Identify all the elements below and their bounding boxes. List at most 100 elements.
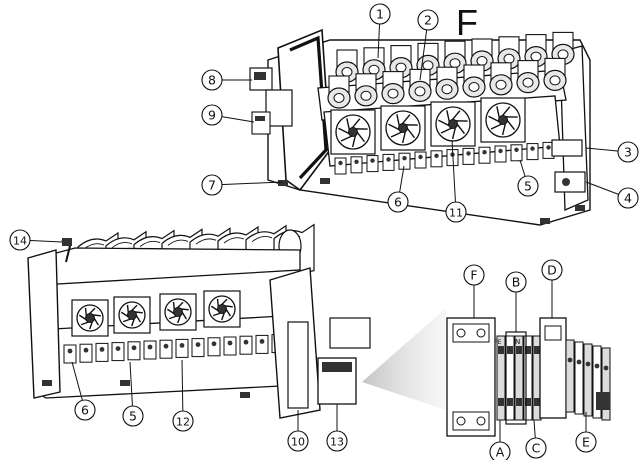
detail-terminal-clip-bot-1	[507, 398, 513, 406]
callout-6-label: 6	[394, 195, 402, 210]
callout-9-label: 9	[208, 108, 216, 123]
upper-capacitor-front-2-cap-ring	[388, 89, 398, 98]
upper-foot-3	[575, 205, 585, 211]
detail-breaker-screw-1	[457, 329, 465, 337]
upper-terminal-4	[399, 153, 410, 169]
upper-terminal-11	[511, 145, 522, 161]
upper-control-board-chip	[255, 116, 265, 121]
detail-breaker-screw-2	[477, 329, 485, 337]
upper-terminal-12	[527, 144, 538, 160]
detail-e-screw-2	[586, 362, 591, 367]
upper-foot-2	[540, 218, 550, 224]
lower-foot-2	[240, 392, 250, 398]
detail-pe-mark: PE	[494, 339, 502, 346]
lower-fan-3-hub	[218, 305, 227, 314]
upper-terminal-screw-1	[354, 160, 358, 164]
callout-6b-label: 6	[81, 403, 89, 418]
detail-breaker-screw-4	[477, 417, 485, 425]
callout-11-label: 11	[449, 207, 463, 220]
upper-foot-0	[278, 180, 288, 186]
detail-terminal-clip-top-1	[507, 346, 513, 354]
upper-terminal-3	[383, 154, 394, 170]
lower-foot-0	[42, 380, 52, 386]
upper-terminal-1	[351, 157, 362, 173]
detail-fuse-cap	[545, 326, 561, 340]
lower-terminal-screw-1	[84, 348, 89, 353]
upper-terminal-screw-12	[530, 146, 534, 150]
callout-detail-c-label: C	[532, 441, 541, 456]
lower-terminal-screw-6	[164, 344, 169, 349]
lower-terminal-1	[80, 344, 92, 362]
detail-terminal-clip-bot-4	[534, 398, 540, 406]
lower-terminal-11	[240, 336, 252, 354]
upper-terminal-screw-2	[370, 158, 374, 162]
lower-terminal-screw-8	[196, 342, 201, 347]
lower-terminal-screw-7	[180, 343, 185, 348]
detail-end-stop	[596, 392, 610, 410]
lower-terminal-9	[208, 338, 220, 356]
lower-fan-2-hub	[174, 308, 183, 317]
detail-terminal-clip-top-4	[534, 346, 540, 354]
upper-assembly-view	[250, 30, 590, 225]
upper-capacitor-front-8-cap-ring	[550, 76, 560, 85]
upper-terminal-screw-3	[386, 157, 390, 161]
lower-cable-gland	[62, 238, 72, 246]
lower-terminal-screw-5	[148, 345, 153, 350]
callout-detail-f-label: F	[470, 268, 477, 283]
upper-sensor-a	[552, 140, 582, 156]
upper-capacitor-front-0-cap-ring	[334, 94, 344, 103]
callout-2-label: 2	[424, 13, 432, 28]
upper-terminal-6	[431, 151, 442, 167]
lower-terminal-screw-2	[100, 347, 105, 352]
upper-capacitor-back-0-cap-ring	[342, 68, 352, 77]
detail-e-screw-1	[577, 360, 582, 365]
lower-pe-busbar	[288, 322, 308, 408]
upper-terminal-9	[479, 147, 490, 163]
upper-fan-2-hub	[449, 120, 458, 129]
upper-terminal-screw-10	[498, 149, 502, 153]
upper-capacitor-back-2-cap-ring	[396, 63, 406, 72]
lower-terminal-8	[192, 339, 204, 357]
lower-terminal-5	[144, 341, 156, 359]
upper-capacitor-front-3-cap-ring	[415, 87, 425, 96]
lower-terminal-screw-11	[244, 340, 249, 345]
lower-terminal-4	[128, 342, 140, 360]
lower-terminal-screw-0	[68, 349, 73, 354]
upper-capacitor-front-1-cap-ring	[361, 91, 371, 100]
upper-capacitor-front-6-cap-ring	[496, 80, 506, 89]
upper-capacitor-front-5-cap-ring	[469, 83, 479, 92]
detail-e-terminal-0	[566, 340, 574, 412]
upper-foot-1	[320, 178, 330, 184]
detail-e-screw-3	[595, 364, 600, 369]
lower-fan-1-hub	[128, 311, 137, 320]
upper-capacitor-back-1-cap-ring	[369, 65, 379, 74]
upper-terminal-8	[463, 148, 474, 164]
upper-sensor-b-knob	[562, 178, 570, 186]
upper-fan-0-hub	[349, 128, 358, 137]
detail-terminal-clip-top-2	[516, 346, 522, 354]
upper-fan-1-hub	[399, 124, 408, 133]
upper-terminal-screw-4	[402, 156, 406, 160]
callout-1-label: 1	[376, 7, 384, 22]
upper-terminal-screw-6	[434, 154, 438, 158]
callout-14-label: 14	[13, 235, 27, 248]
lower-terminal-2	[96, 343, 108, 361]
upper-terminal-screw-11	[514, 148, 518, 152]
callout-12-label: 12	[176, 416, 190, 429]
callout-5-label: 5	[524, 179, 532, 194]
callout-7-label: 7	[208, 178, 216, 193]
upper-capacitor-front-7-cap-ring	[523, 78, 533, 87]
callout-13-label: 13	[330, 436, 344, 449]
lower-terminal-7	[176, 339, 188, 357]
callout-5b-label: 5	[129, 409, 137, 424]
callout-8-label: 8	[208, 73, 216, 88]
detail-terminal-clip-top-0	[498, 346, 504, 354]
upper-terminal-screw-8	[466, 151, 470, 155]
callout-detail-b-label: B	[512, 275, 521, 290]
upper-fan-3-hub	[499, 116, 508, 125]
upper-terminal-0	[335, 158, 346, 174]
lower-terminal-screw-12	[260, 339, 265, 344]
lower-terminal-screw-3	[116, 346, 121, 351]
